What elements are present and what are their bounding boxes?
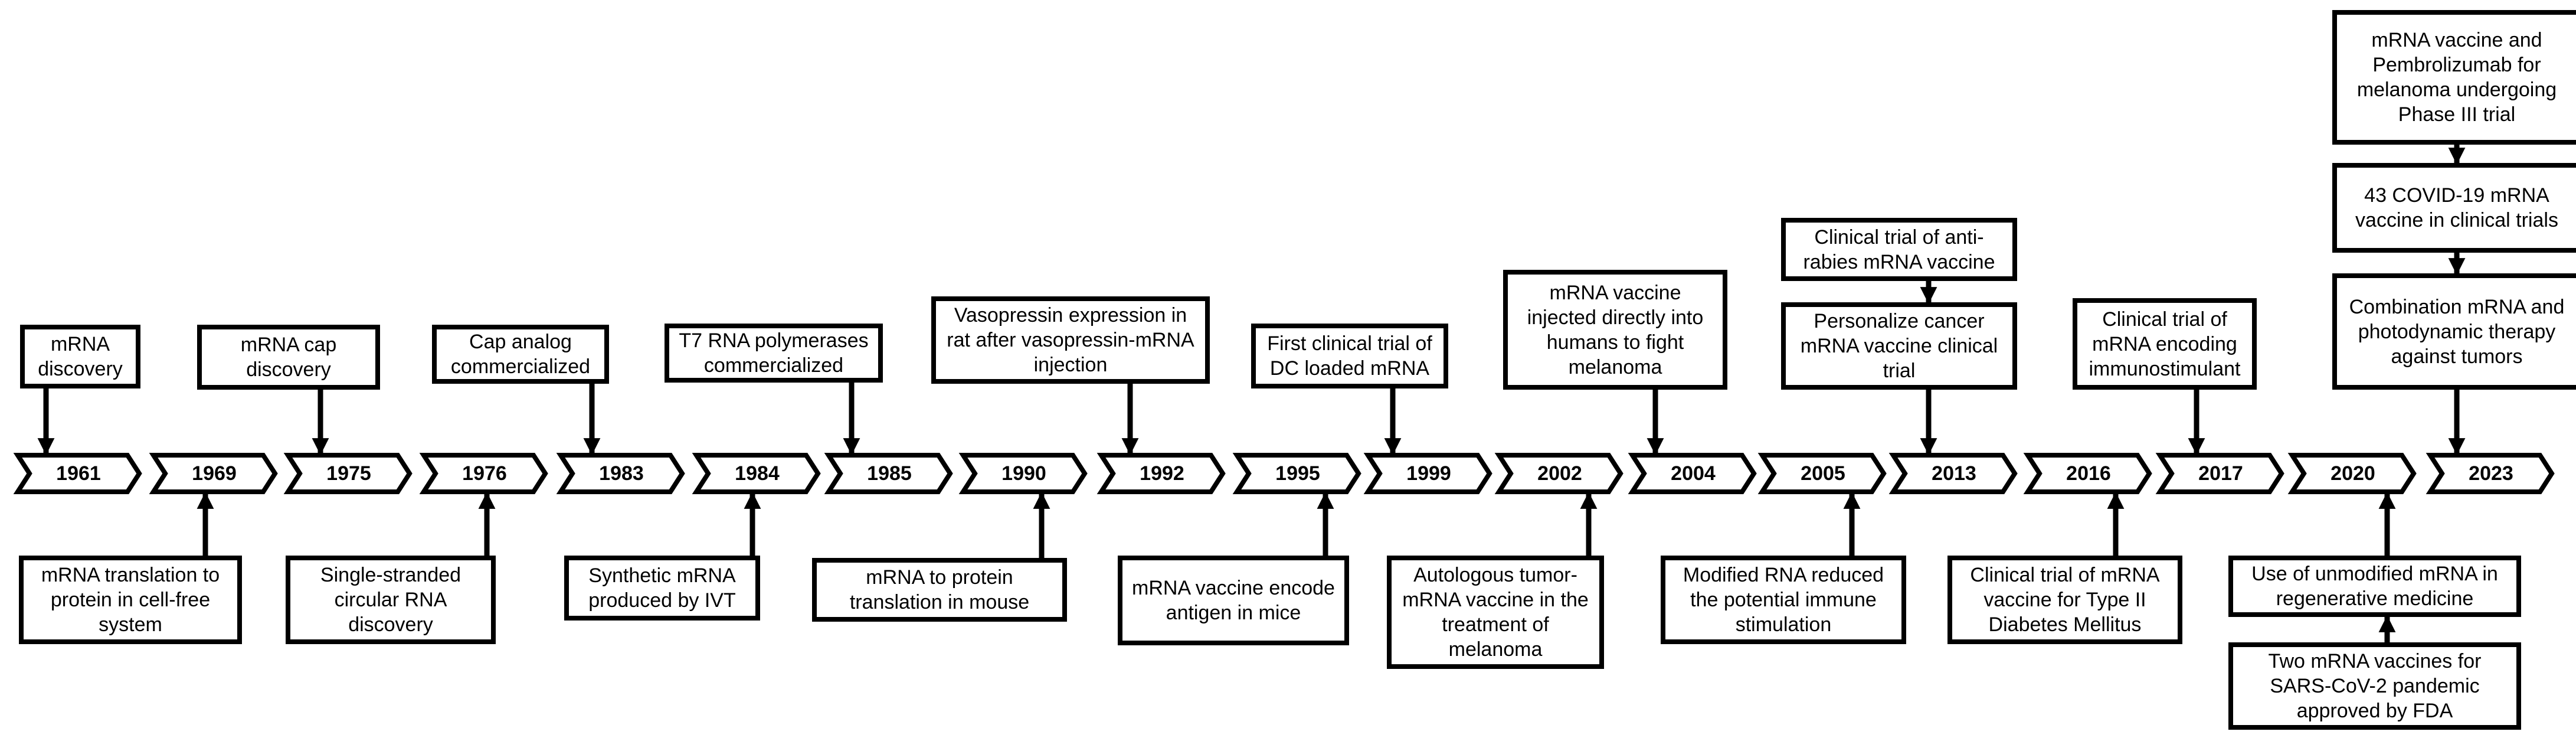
event-box-circular-rna: Single-stranded circular RNA discovery bbox=[286, 556, 496, 644]
year-label: 2004 bbox=[1671, 462, 1716, 485]
year-chevron-1992 bbox=[1096, 453, 1226, 494]
event-box-immunostimulant: Clinical trial of mRNA encoding immunost… bbox=[2073, 298, 2257, 390]
year-label: 1999 bbox=[1406, 462, 1451, 485]
event-box-covid-trials: 43 COVID-19 mRNA vaccine in clinical tri… bbox=[2332, 163, 2576, 253]
year-chevron-1990 bbox=[958, 453, 1088, 494]
year-label: 2023 bbox=[2469, 462, 2513, 485]
event-box-t7-polymerases: T7 RNA polymerases commercialized bbox=[665, 324, 883, 383]
event-box-autologous-tumor: Autologous tumor-mRNA vaccine in the tre… bbox=[1387, 556, 1604, 669]
year-chevron-1975 bbox=[283, 453, 413, 494]
year-chevrons bbox=[13, 453, 2555, 494]
event-box-personalize-cancer: Personalize cancer mRNA vaccine clinical… bbox=[1781, 302, 2017, 390]
event-box-first-clinical-trial-dc: First clinical trial of DC loaded mRNA bbox=[1251, 324, 1448, 388]
event-box-type-ii-diabetes: Clinical trial of mRNA vaccine for Type … bbox=[1947, 556, 2182, 644]
connector-arrows bbox=[37, 145, 2466, 642]
year-chevron-1999 bbox=[1363, 453, 1492, 494]
year-label: 1985 bbox=[867, 462, 912, 485]
event-box-sars-cov-2-approved: Two mRNA vaccines for SARS-CoV-2 pandemi… bbox=[2228, 642, 2521, 730]
year-label: 1990 bbox=[1001, 462, 1046, 485]
year-label: 1995 bbox=[1275, 462, 1320, 485]
year-label: 2013 bbox=[1932, 462, 1976, 485]
year-chevron-1961 bbox=[13, 453, 142, 494]
year-chevron-2004 bbox=[1628, 453, 1757, 494]
year-label: 1984 bbox=[735, 462, 780, 485]
year-chevron-2002 bbox=[1494, 453, 1623, 494]
year-chevron-2016 bbox=[2023, 453, 2152, 494]
event-box-mrna-translation-cell-free: mRNA translation to protein in cell-free… bbox=[19, 556, 242, 644]
year-label: 2005 bbox=[1801, 462, 1845, 485]
year-label: 1961 bbox=[56, 462, 101, 485]
event-box-photodynamic: Combination mRNA and photodynamic therap… bbox=[2332, 273, 2576, 390]
year-label: 2020 bbox=[2330, 462, 2375, 485]
year-label: 2016 bbox=[2066, 462, 2111, 485]
event-box-synthetic-mrna-ivt: Synthetic mRNA produced by IVT bbox=[564, 556, 760, 621]
year-label: 1992 bbox=[1140, 462, 1184, 485]
year-chevron-1995 bbox=[1232, 453, 1361, 494]
year-chevron-1976 bbox=[419, 453, 548, 494]
year-label: 2002 bbox=[1537, 462, 1582, 485]
year-chevron-2005 bbox=[1757, 453, 1887, 494]
year-chevron-1969 bbox=[149, 453, 278, 494]
year-label: 1983 bbox=[599, 462, 644, 485]
year-label: 1975 bbox=[326, 462, 371, 485]
year-chevron-2013 bbox=[1888, 453, 2018, 494]
year-label: 1976 bbox=[462, 462, 507, 485]
year-chevron-2023 bbox=[2426, 453, 2555, 494]
year-chevron-1983 bbox=[556, 453, 685, 494]
event-box-mrna-discovery: mRNA discovery bbox=[20, 325, 140, 388]
year-chevron-2020 bbox=[2287, 453, 2417, 494]
event-box-mrna-translation-mouse: mRNA to protein translation in mouse bbox=[812, 558, 1067, 622]
event-box-cap-analog: Cap analog commercialized bbox=[432, 325, 609, 384]
event-box-vaccine-injected-humans: mRNA vaccine injected directly into huma… bbox=[1503, 270, 1727, 390]
event-box-antigen-mice: mRNA vaccine encode antigen in mice bbox=[1118, 556, 1349, 645]
event-box-vasopressin: Vasopressin expression in rat after vaso… bbox=[931, 296, 1210, 384]
event-box-regenerative-medicine: Use of unmodified mRNA in regenerative m… bbox=[2228, 556, 2521, 617]
year-chevron-1985 bbox=[824, 453, 953, 494]
event-box-modified-rna: Modified RNA reduced the potential immun… bbox=[1661, 556, 1906, 644]
year-chevron-2017 bbox=[2155, 453, 2284, 494]
event-box-mrna-cap-discovery: mRNA cap discovery bbox=[197, 325, 380, 390]
year-label: 1969 bbox=[192, 462, 237, 485]
year-chevron-1984 bbox=[692, 453, 821, 494]
event-box-anti-rabies-trial: Clinical trial of anti-rabies mRNA vacci… bbox=[1781, 218, 2017, 281]
year-label: 2017 bbox=[2198, 462, 2243, 485]
event-box-pembrolizumab-trial: mRNA vaccine and Pembrolizumab for melan… bbox=[2332, 10, 2576, 145]
